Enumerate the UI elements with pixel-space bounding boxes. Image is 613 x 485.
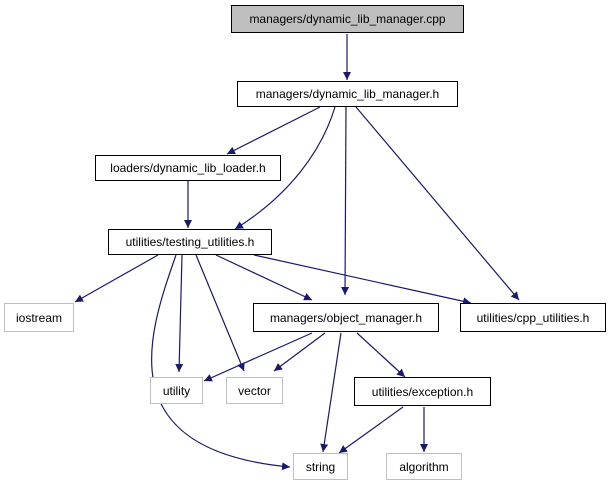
edge-testing-utilities-h-to-utility: [175, 254, 184, 373]
node-testing-utilities-h[interactable]: utilities/testing_utilities.h: [108, 229, 272, 255]
node-iostream: iostream: [4, 303, 74, 332]
edge-manager-h-to-object-manager-h: [341, 106, 350, 296]
edge-exception-h-to-string: [338, 406, 404, 454]
edge-testing-utilities-h-to-vector: [195, 254, 245, 372]
edge-object-manager-h-to-vector: [273, 332, 326, 372]
edge-manager-h-to-loader-h: [226, 106, 321, 155]
node-dynamic-lib-manager-h[interactable]: managers/dynamic_lib_manager.h: [237, 81, 458, 107]
node-string: string: [293, 453, 348, 480]
edge-testing-utilities-h-to-object-manager-h: [215, 254, 313, 301]
node-dynamic-lib-loader-h[interactable]: loaders/dynamic_lib_loader.h: [95, 155, 281, 181]
edge-object-manager-h-to-utility: [203, 332, 313, 382]
edge-testing-utilities-h-to-string: [151, 254, 291, 471]
edge-manager-h-to-testing-utilities-h: [234, 106, 336, 230]
node-cpp-utilities-h[interactable]: utilities/cpp_utilities.h: [460, 303, 606, 332]
node-utility: utility: [150, 377, 203, 404]
edge-object-manager-h-to-exception-h: [356, 332, 406, 378]
edge-testing-utilities-h-to-cpp-utilities-h: [253, 254, 472, 306]
node-exception-h[interactable]: utilities/exception.h: [354, 377, 491, 406]
edge-object-manager-h-to-string: [320, 332, 342, 453]
edge-manager-h-to-cpp-utilities-h: [355, 106, 520, 301]
node-vector: vector: [226, 377, 283, 404]
node-algorithm: algorithm: [386, 453, 462, 480]
node-object-manager-h[interactable]: managers/object_manager.h: [253, 303, 439, 332]
node-dynamic-lib-manager-cpp: managers/dynamic_lib_manager.cpp: [231, 5, 464, 33]
edge-testing-utilities-h-to-iostream: [74, 254, 159, 303]
